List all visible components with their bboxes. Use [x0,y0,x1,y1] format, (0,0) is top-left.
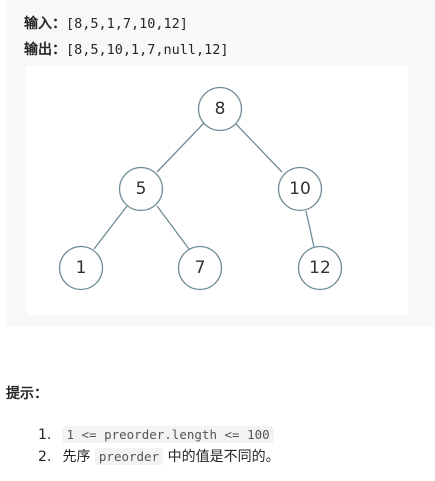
output-label: 输出： [24,42,66,58]
tree-svg: 8 5 10 1 7 12 [58,86,343,291]
tree-node-label: 7 [195,258,206,278]
tree-node-label: 8 [215,99,226,119]
hint-text-before: 先序 [62,449,91,465]
edge-5-1 [93,205,128,250]
tree-node-1: 1 [58,245,104,291]
tree-node-12: 12 [297,245,343,291]
hint-code: preorder [94,448,164,465]
hints-title: 提示： [6,386,48,402]
tree-node-5: 5 [118,166,164,212]
edge-8-5 [156,122,205,173]
hint-item: 2. 先序 preorder 中的值是不同的。 [38,446,280,468]
edge-8-10 [234,122,283,173]
hint-text-after: 中的值是不同的。 [167,449,280,465]
tree-node-label: 12 [309,258,331,278]
output-line: 输出：[8,5,10,1,7,null,12] [24,40,229,60]
tree-node-label: 10 [289,179,311,199]
input-label: 输入： [24,16,66,32]
hint-number: 2. [38,449,52,465]
edge-10-12 [305,210,315,248]
hint-number: 1. [38,427,52,443]
input-line: 输入：[8,5,1,7,10,12] [24,14,188,34]
hint-code: 1 <= preorder.length <= 100 [62,426,274,443]
hint-item: 1. 1 <= preorder.length <= 100 [38,424,280,446]
tree-diagram: 8 5 10 1 7 12 [26,66,408,315]
edge-5-7 [156,205,190,250]
tree-node-8: 8 [197,86,243,132]
output-value: [8,5,10,1,7,null,12] [66,42,229,58]
hints-list: 1. 1 <= preorder.length <= 100 2. 先序 pre… [38,424,280,468]
tree-node-label: 5 [136,179,147,199]
tree-node-label: 1 [76,258,87,278]
input-value: [8,5,1,7,10,12] [66,16,188,32]
tree-node-10: 10 [277,166,323,212]
tree-node-7: 7 [177,245,223,291]
